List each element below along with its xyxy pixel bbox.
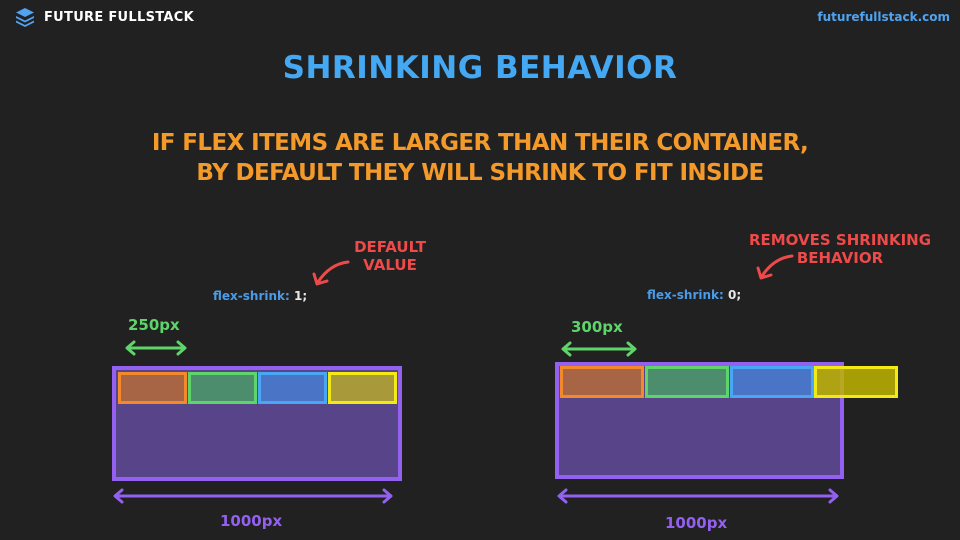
left-note: DEFAULT VALUE bbox=[345, 238, 435, 274]
brand: FUTURE FULLSTACK bbox=[14, 6, 194, 28]
right-container-width-arrow bbox=[557, 488, 839, 504]
left-item-width-arrow bbox=[125, 340, 187, 356]
left-item-width-label: 250px bbox=[128, 316, 180, 334]
left-flex-item-4 bbox=[328, 372, 397, 404]
right-flex-item-4-overflow bbox=[814, 366, 898, 398]
left-note-line-1: DEFAULT bbox=[354, 238, 426, 256]
right-code-prop: flex-shrink: bbox=[647, 288, 724, 302]
left-flex-item-2 bbox=[188, 372, 257, 404]
left-code-prop: flex-shrink: bbox=[213, 289, 290, 303]
left-flex-item-1 bbox=[118, 372, 187, 404]
left-flex-item-3 bbox=[258, 372, 327, 404]
left-code-value: 1; bbox=[293, 289, 308, 303]
right-code-value: 0; bbox=[727, 288, 742, 302]
subtitle-line-2: by default they will shrink to fit insid… bbox=[196, 160, 764, 186]
left-code: flex-shrink: 1; bbox=[213, 289, 307, 303]
subtitle-line-1: If flex items are larger than their cont… bbox=[151, 130, 809, 156]
right-note-arrow bbox=[756, 254, 794, 280]
left-container-width-label: 1000px bbox=[220, 512, 283, 530]
right-flex-item-2 bbox=[645, 366, 729, 398]
right-container-width-label: 1000px bbox=[665, 514, 728, 532]
right-code: flex-shrink: 0; bbox=[647, 288, 741, 302]
brand-name: FUTURE FULLSTACK bbox=[44, 9, 194, 25]
right-note-line-1: REMOVES SHRINKING bbox=[748, 231, 932, 249]
right-flex-item-1 bbox=[560, 366, 644, 398]
right-item-width-label: 300px bbox=[571, 318, 623, 336]
right-flex-item-3 bbox=[730, 366, 814, 398]
left-note-arrow bbox=[312, 260, 350, 286]
site-link[interactable]: futurefullstack.com bbox=[817, 10, 950, 24]
slide-title: Shrinking Behavior bbox=[282, 50, 678, 86]
left-container-width-arrow bbox=[113, 488, 393, 504]
stacked-layers-icon bbox=[16, 8, 34, 27]
right-note: REMOVES SHRINKING BEHAVIOR bbox=[740, 231, 940, 267]
left-note-line-2: VALUE bbox=[363, 256, 417, 274]
right-item-width-arrow bbox=[561, 341, 637, 357]
right-note-line-2: BEHAVIOR bbox=[796, 249, 884, 267]
